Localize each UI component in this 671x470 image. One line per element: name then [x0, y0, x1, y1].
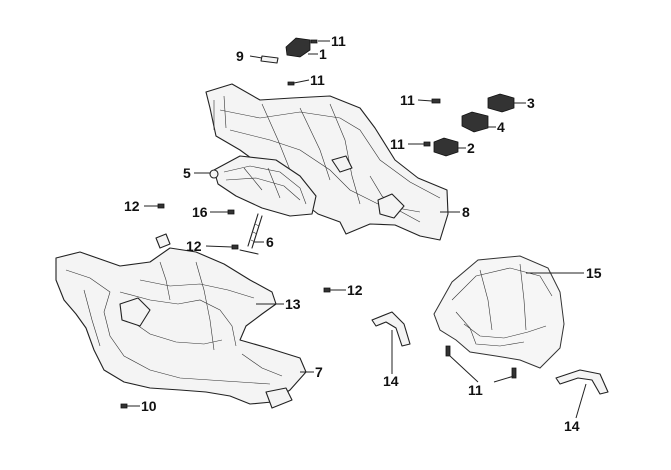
screw-11-mid	[287, 81, 295, 86]
callout-12-center: 12	[186, 238, 202, 254]
front-handlebar-cover-part-7	[55, 233, 307, 409]
leader-lines	[127, 40, 587, 419]
callout-labels: 11 1 9 11 11 3 4 11 2 5 12 16 8 6 12 12 …	[124, 33, 602, 434]
screw-11-screen-left	[445, 345, 451, 357]
screw-11-top	[310, 39, 318, 44]
callout-11-top: 11	[331, 33, 346, 49]
screw-11-right-mid	[423, 141, 431, 147]
callout-1: 1	[319, 46, 327, 62]
callout-7: 7	[315, 364, 323, 380]
callout-11-screen: 11	[468, 382, 483, 398]
screw-12-center	[231, 244, 239, 250]
callout-4: 4	[497, 119, 505, 135]
windscreen-part-15	[433, 255, 565, 369]
callout-3: 3	[527, 95, 535, 111]
switch-part-2	[433, 137, 459, 157]
callout-9: 9	[236, 48, 244, 64]
callout-11-mid: 11	[310, 72, 325, 88]
callout-12-right: 12	[347, 282, 363, 298]
screw-11-screen-right	[511, 367, 517, 379]
cable-guide-left-part-14	[371, 311, 411, 347]
switch-part-4	[461, 111, 489, 133]
callout-11-switch: 11	[390, 136, 405, 152]
switch-part-3	[487, 93, 515, 113]
callout-14-right: 14	[564, 418, 580, 434]
emblem-part-9	[260, 55, 279, 64]
meter-assembly-part-5	[209, 155, 317, 217]
callout-16: 16	[192, 204, 208, 220]
screw-12-left	[157, 203, 165, 209]
callout-6: 6	[266, 234, 274, 250]
callout-14-left: 14	[383, 373, 399, 389]
callout-15: 15	[586, 265, 602, 281]
callout-10: 10	[141, 398, 157, 414]
mounting-pin-part-6	[239, 213, 263, 255]
screw-12-right	[323, 287, 331, 293]
callout-5: 5	[183, 165, 191, 181]
screw-10	[120, 403, 128, 409]
switch-part-1	[285, 37, 311, 58]
callout-12-left: 12	[124, 198, 140, 214]
callout-11-right: 11	[400, 92, 415, 108]
rear-handlebar-cover-part-8	[205, 83, 449, 241]
callout-8: 8	[462, 204, 470, 220]
screw-16	[227, 209, 235, 215]
screw-11-right-top	[431, 98, 441, 104]
callout-13: 13	[285, 296, 301, 312]
callout-2: 2	[467, 140, 475, 156]
cable-guide-right-part-14	[555, 369, 609, 395]
